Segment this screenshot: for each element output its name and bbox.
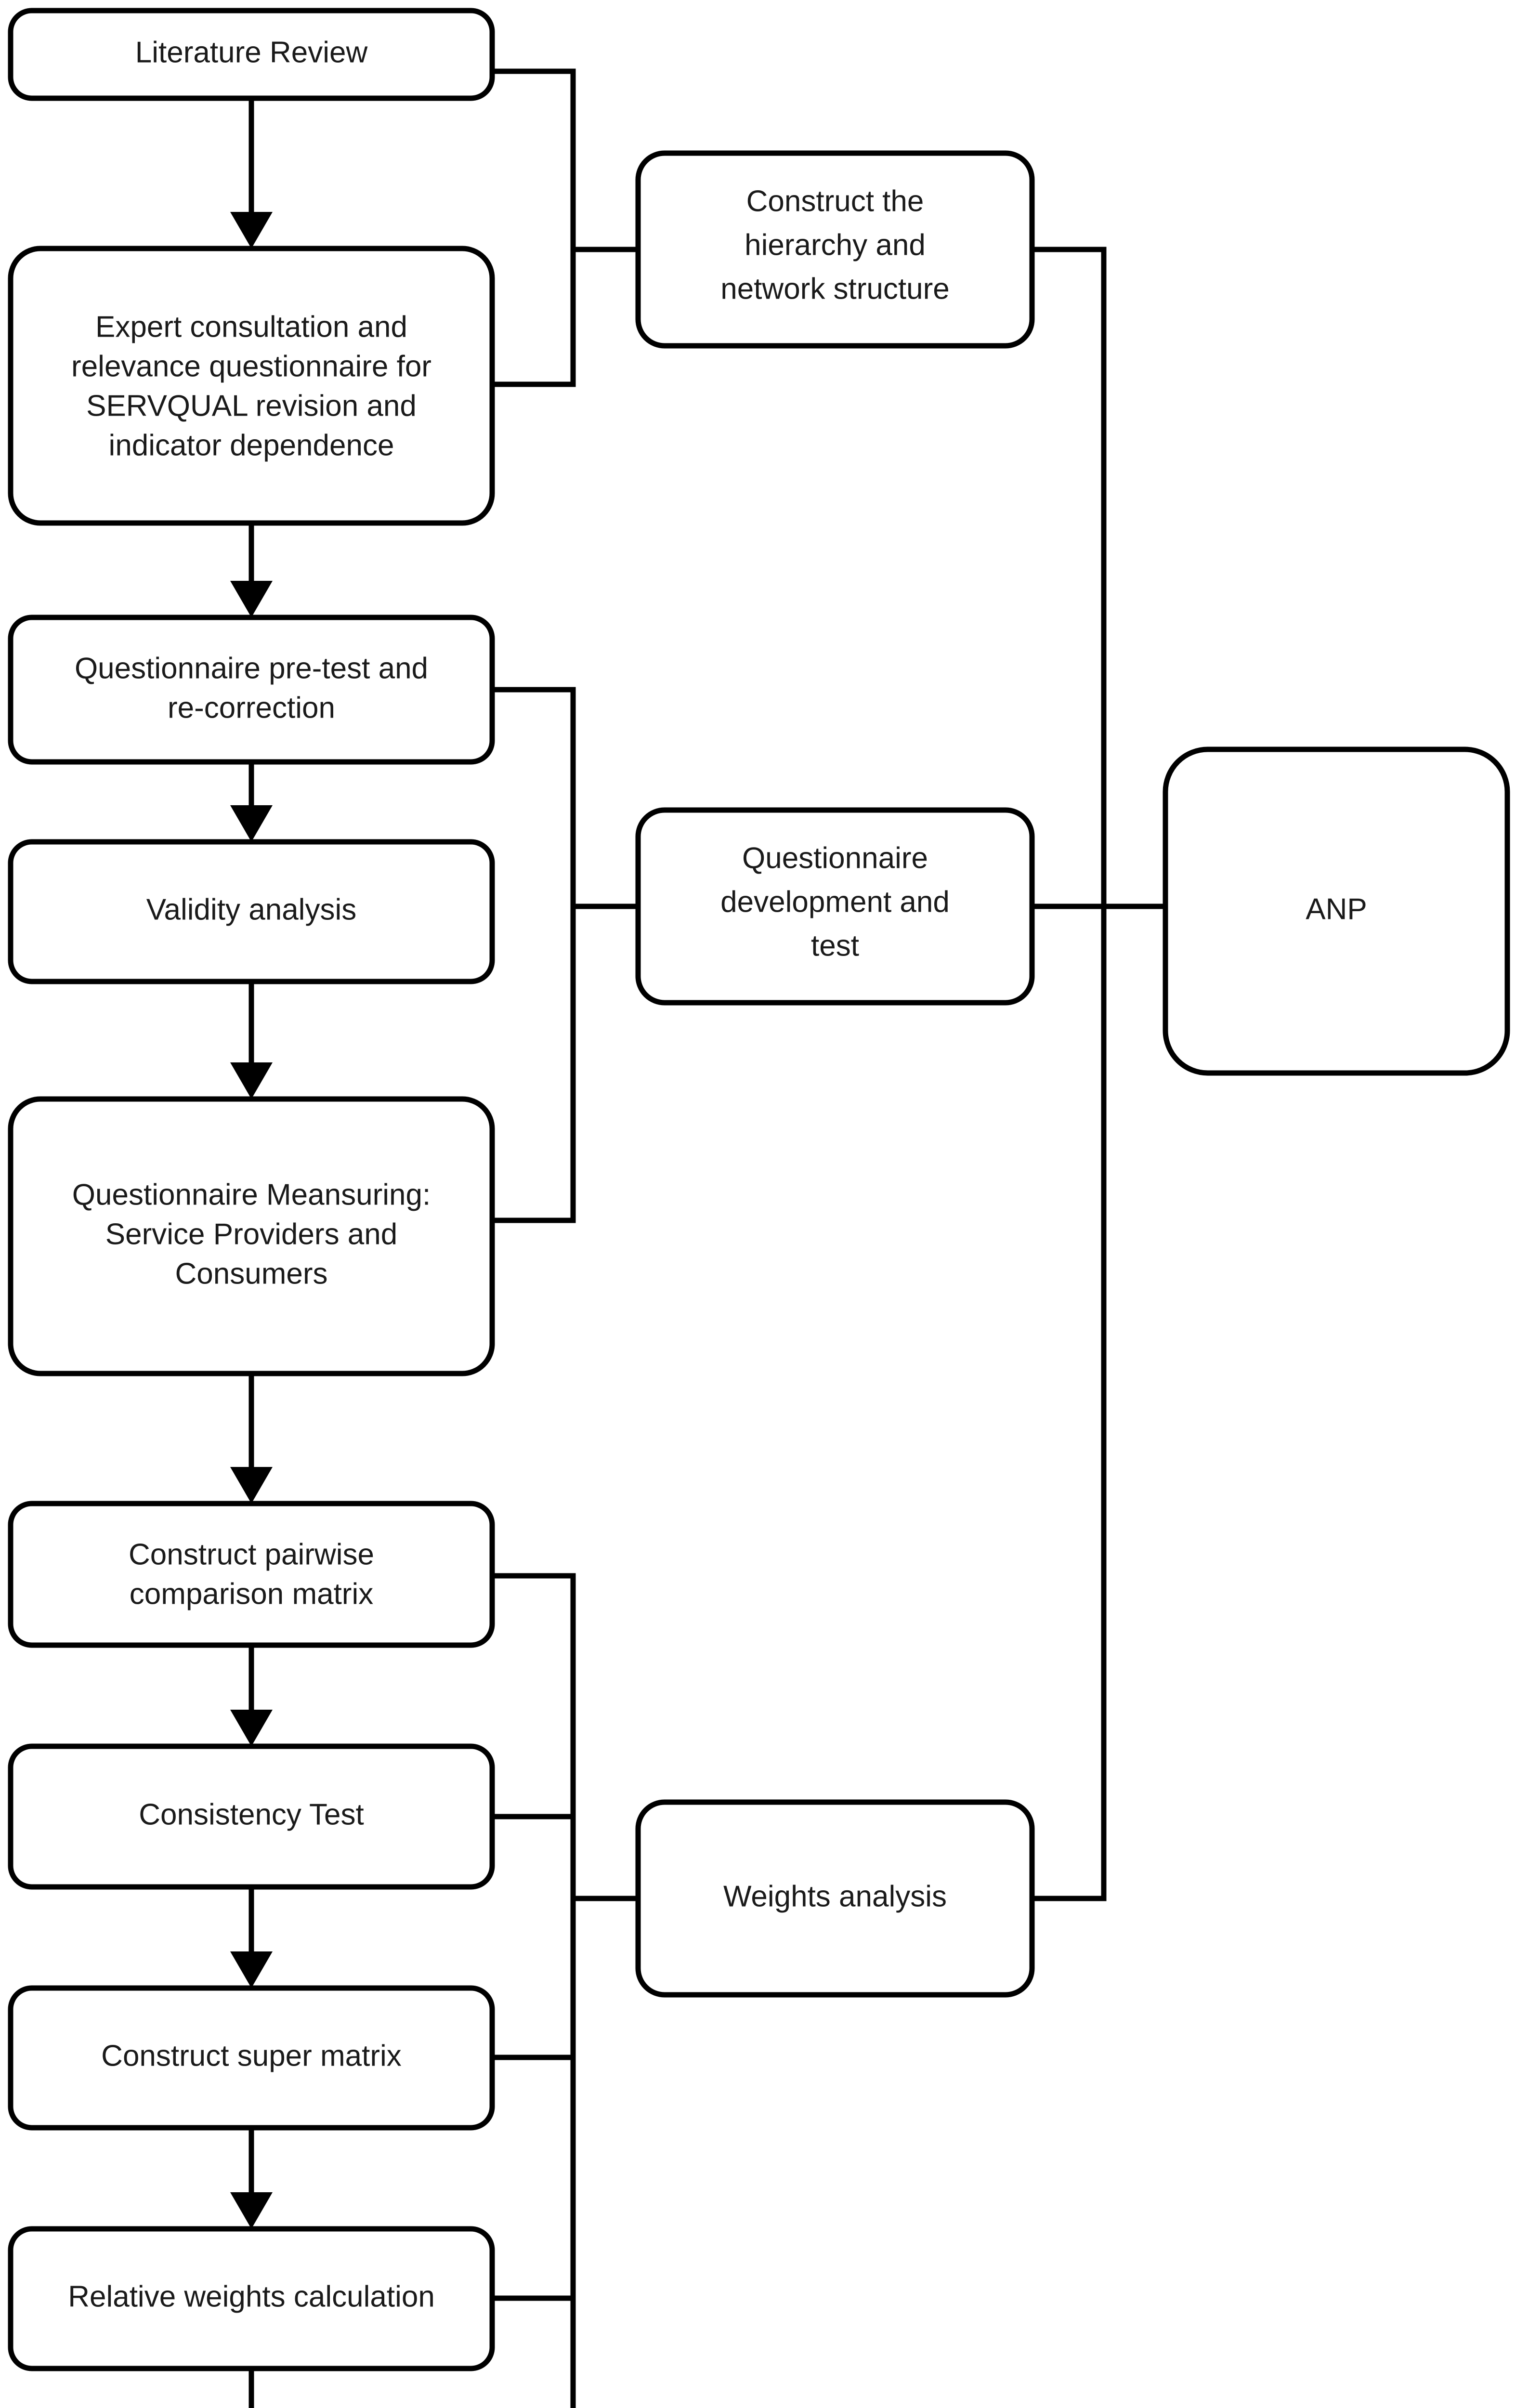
node-expert-consultation-label-line2: relevance questionnaire for	[71, 350, 431, 383]
node-questionnaire-pretest[interactable]: Questionnaire pre-test and re-correction	[8, 615, 495, 765]
node-expert-consultation-label-line4: indicator dependence	[109, 429, 394, 462]
node-literature-review-label: Literature Review	[135, 36, 368, 69]
node-construct-super-matrix-shape[interactable]	[8, 1985, 495, 2131]
node-construct-pairwise-comparison-matrix-label-line1: Construct pairwise	[129, 1538, 374, 1571]
node-relative-weights-calculation[interactable]: Relative weights calculation	[8, 2226, 495, 2371]
node-construct-pairwise-comparison-matrix-label-line2: comparison matrix	[130, 1577, 373, 1610]
node-consistency-test-label: Consistency Test	[139, 1798, 364, 1831]
flow-arrow-literature-to-expert	[230, 98, 273, 249]
node-anp-label: ANP	[1306, 892, 1367, 926]
questionnaire-bracket-connector	[492, 687, 638, 1223]
node-expert-consultation-label-line3: SERVQUAL revision and	[86, 389, 417, 422]
node-construct-hierarchy-network-structure-label-line2: hierarchy and	[745, 228, 926, 262]
node-questionnaire-development-and-test-shape[interactable]	[635, 807, 1035, 1006]
node-construct-pairwise-comparison-matrix-shape[interactable]	[8, 1501, 495, 1648]
node-questionnaire-measuring-label-line1: Questionnaire Meansuring:	[72, 1178, 431, 1211]
flow-arrow-relative-weights-to-dual	[248, 2369, 254, 2408]
node-questionnaire-development-and-test-label-line3: test	[811, 929, 859, 962]
node-questionnaire-development-and-test-label-line2: development and	[720, 885, 950, 918]
node-questionnaire-development-and-test[interactable]: Questionnaire development and test	[635, 807, 1035, 1006]
node-expert-consultation[interactable]: Expert consultation and relevance questi…	[8, 246, 495, 526]
node-weights-analysis-shape[interactable]	[635, 1799, 1035, 1998]
flow-arrow-pretest-to-validity	[230, 762, 273, 842]
node-weights-analysis-label: Weights analysis	[723, 1880, 947, 1913]
node-construct-pairwise-comparison-matrix[interactable]: Construct pairwise comparison matrix	[8, 1501, 495, 1648]
node-validity-analysis[interactable]: Validity analysis	[8, 839, 495, 984]
node-construct-hierarchy-network-structure-label-line1: Construct the	[746, 184, 924, 218]
node-questionnaire-development-and-test-label-line1: Questionnaire	[742, 841, 928, 875]
flow-arrow-consistency-to-supermatrix	[230, 1887, 273, 1988]
node-literature-review[interactable]: Literature Review	[8, 8, 495, 101]
node-consistency-test[interactable]: Consistency Test	[8, 1743, 495, 1890]
node-validity-analysis-label: Validity analysis	[146, 893, 356, 926]
node-questionnaire-measuring-shape[interactable]	[8, 1096, 495, 1376]
hierarchy-bracket-connector	[492, 68, 638, 387]
node-expert-consultation-label-line1: Expert consultation and	[95, 310, 407, 343]
node-expert-consultation-shape[interactable]	[8, 246, 495, 526]
node-questionnaire-pretest-label-line1: Questionnaire pre-test and	[75, 652, 428, 685]
node-questionnaire-measuring[interactable]: Questionnaire Meansuring: Service Provid…	[8, 1096, 495, 1376]
node-consistency-test-shape[interactable]	[8, 1743, 495, 1890]
node-questionnaire-pretest-label-line2: re-correction	[168, 691, 335, 724]
anp-trunk-connector	[1032, 247, 1165, 1901]
node-construct-hierarchy-network-structure-label-line3: network structure	[720, 272, 950, 305]
node-literature-review-shape[interactable]	[8, 8, 495, 101]
flow-arrow-expert-to-pretest	[230, 523, 273, 617]
node-construct-super-matrix[interactable]: Construct super matrix	[8, 1985, 495, 2131]
flow-arrow-measuring-to-pairwise	[230, 1374, 273, 1504]
node-relative-weights-calculation-shape[interactable]	[8, 2226, 495, 2371]
node-questionnaire-measuring-label-line2: Service Providers and	[105, 1217, 398, 1251]
weights-bracket-connector	[492, 1573, 638, 2408]
node-construct-hierarchy-network-structure[interactable]: Construct the hierarchy and network stru…	[635, 150, 1035, 349]
node-construct-hierarchy-network-structure-shape[interactable]	[635, 150, 1035, 349]
flow-arrow-pairwise-to-consistency	[230, 1645, 273, 1746]
node-relative-weights-calculation-label: Relative weights calculation	[68, 2280, 435, 2313]
node-construct-super-matrix-label: Construct super matrix	[101, 2039, 402, 2072]
node-questionnaire-measuring-label-line3: Consumers	[175, 1257, 328, 1290]
node-validity-analysis-shape[interactable]	[8, 839, 495, 984]
node-weights-analysis[interactable]: Weights analysis	[635, 1799, 1035, 1998]
flow-arrow-validity-to-measuring	[230, 982, 273, 1099]
flow-arrow-supermatrix-to-relative-weights	[230, 2128, 273, 2229]
node-questionnaire-pretest-shape[interactable]	[8, 615, 495, 765]
node-anp-shape[interactable]	[1163, 746, 1510, 1076]
node-anp[interactable]: ANP	[1163, 746, 1510, 1076]
